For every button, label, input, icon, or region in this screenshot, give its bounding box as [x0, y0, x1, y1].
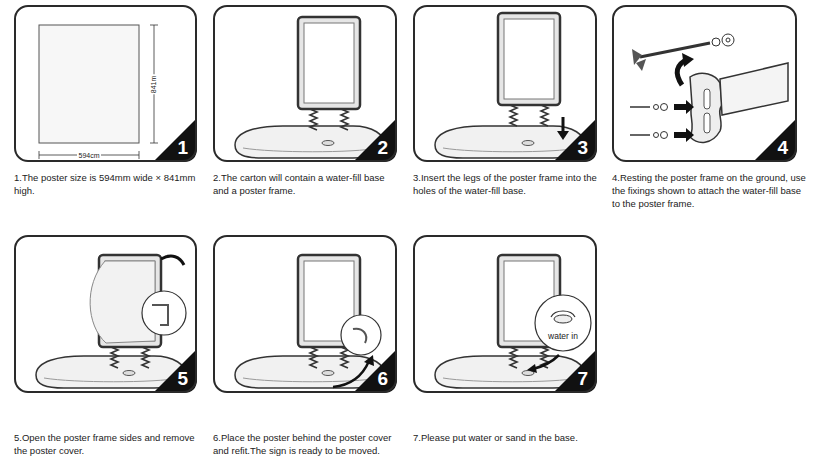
step-panel: 6	[213, 235, 397, 393]
callout-label: water in	[547, 332, 579, 341]
step-panel: 3	[413, 5, 597, 162]
step-caption: 2.The carton will contain a water-fill b…	[213, 172, 403, 198]
step-number: 5	[177, 369, 188, 388]
step-panel: 4	[612, 5, 797, 162]
step-number: 7	[577, 369, 588, 388]
step-number: 1	[177, 138, 188, 157]
step-caption: 5.Open the poster frame sides and remove…	[14, 432, 204, 458]
step-number: 3	[577, 138, 588, 157]
step-caption: 7.Please put water or sand in the base.	[413, 432, 603, 445]
step-number: 2	[377, 138, 388, 157]
step-caption: 4.Resting the poster frame on the ground…	[612, 172, 808, 210]
step-number: 4	[777, 138, 788, 157]
dimension-label: 841m	[150, 74, 157, 94]
step-panel: 7	[413, 235, 597, 393]
step-number: 6	[377, 369, 388, 388]
step-panel: 2	[213, 5, 397, 162]
dimension-label: 594cm	[77, 152, 100, 159]
step-caption: 3.Insert the legs of the poster frame in…	[413, 172, 603, 198]
step-caption: 6.Place the poster behind the poster cov…	[213, 432, 409, 458]
step-panel: 1	[14, 5, 197, 162]
step-panel: 5	[14, 235, 197, 393]
step-caption: 1.The poster size is 594mm wide × 841mm …	[14, 172, 204, 198]
